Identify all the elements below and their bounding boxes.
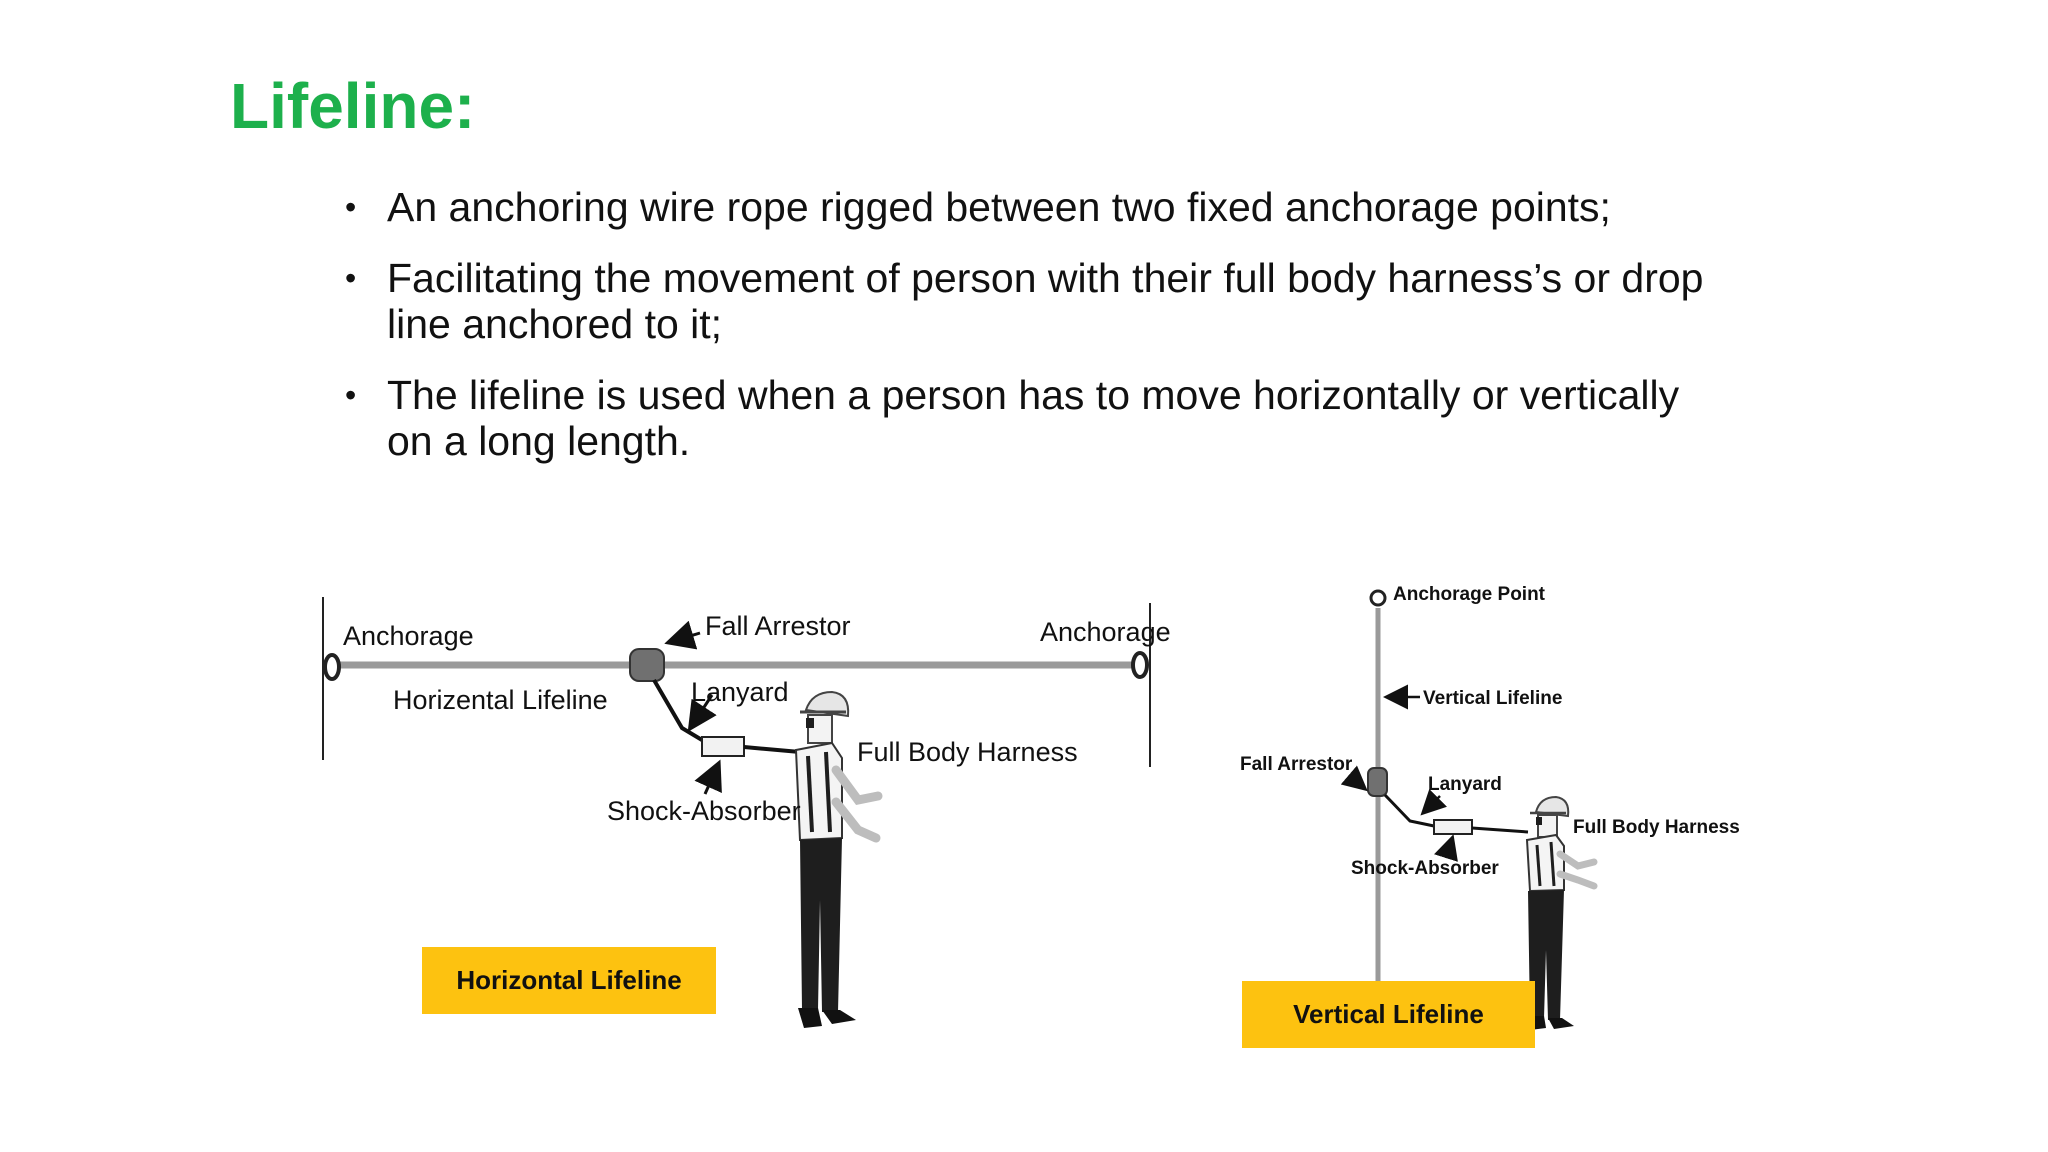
vertical-lifeline-caption: Vertical Lifeline xyxy=(1242,981,1535,1048)
horizontal-lifeline-label: Horizental Lifeline xyxy=(393,685,608,715)
horizontal-lifeline-diagram: Anchorage Anchorage Horizental Lifeline … xyxy=(322,597,1171,1028)
arrow-icon xyxy=(694,759,722,795)
arrow-icon xyxy=(1420,789,1447,816)
bullet-text: An anchoring wire rope rigged between tw… xyxy=(387,184,1611,230)
worker-figure-icon xyxy=(1525,795,1598,1030)
bullet-icon: • xyxy=(345,377,357,413)
arrow-icon xyxy=(1340,765,1368,792)
lanyard-line xyxy=(1383,793,1435,828)
fall-arrestor-icon xyxy=(629,648,665,682)
fall-arrestor-label: Fall Arrestor xyxy=(705,611,851,641)
anchorage-left-label: Anchorage xyxy=(343,621,474,651)
anchorage-point-label: Anchorage Point xyxy=(1393,584,1546,605)
lanyard-line xyxy=(1471,826,1529,834)
shock-absorber-label: Shock-Absorber xyxy=(1351,858,1499,879)
horizontal-lifeline-caption: Horizontal Lifeline xyxy=(422,947,716,1014)
bullet-list: • An anchoring wire rope rigged between … xyxy=(345,184,1725,489)
arrow-icon xyxy=(664,620,701,650)
full-body-harness-label: Full Body Harness xyxy=(857,737,1078,767)
fall-arrestor-label: Fall Arrestor xyxy=(1240,754,1353,775)
anchor-ring-icon xyxy=(1131,651,1149,679)
bullet-item: • An anchoring wire rope rigged between … xyxy=(345,184,1725,230)
bullet-text: The lifeline is used when a person has t… xyxy=(387,372,1680,464)
vertical-lifeline-diagram: Anchorage Point Vertical Lifeline Fall A… xyxy=(1240,584,1740,1030)
bullet-text: Facilitating the movement of person with… xyxy=(387,255,1704,347)
arrow-icon xyxy=(1434,834,1458,862)
anchorage-right-label: Anchorage xyxy=(1040,617,1171,647)
bullet-icon: • xyxy=(345,260,357,296)
arrow-icon xyxy=(687,694,717,733)
lanyard-label: Lanyard xyxy=(691,677,789,707)
full-body-harness-label: Full Body Harness xyxy=(1573,817,1740,838)
shock-absorber-icon xyxy=(701,736,745,757)
lanyard-label: Lanyard xyxy=(1428,774,1502,795)
lanyard-line xyxy=(652,678,704,742)
shock-absorber-icon xyxy=(1433,819,1473,835)
bullet-icon: • xyxy=(345,189,357,225)
vertical-lifeline-label: Vertical Lifeline xyxy=(1423,688,1562,709)
slide-title: Lifeline: xyxy=(230,70,476,142)
anchor-ring-icon xyxy=(323,653,341,681)
bullet-item: • Facilitating the movement of person wi… xyxy=(345,255,1725,347)
anchor-ring-icon xyxy=(1369,589,1387,607)
fall-arrestor-icon xyxy=(1367,767,1388,797)
lanyard-line xyxy=(743,745,801,754)
worker-figure-icon xyxy=(794,690,883,1028)
bullet-item: • The lifeline is used when a person has… xyxy=(345,372,1725,464)
shock-absorber-label: Shock-Absorber xyxy=(607,796,801,826)
